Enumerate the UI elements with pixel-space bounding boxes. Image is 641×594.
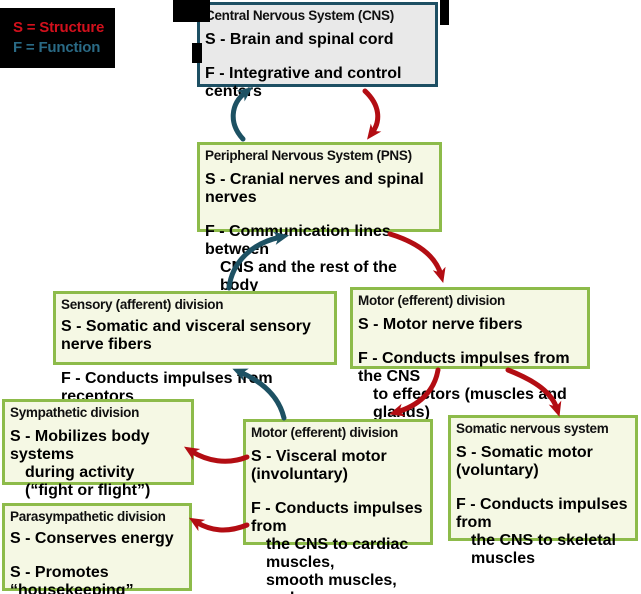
box-somatic-system: Somatic nervous system S - Somatic motor… bbox=[448, 415, 638, 567]
box-cns-title: Central Nervous System (CNS) bbox=[205, 8, 394, 23]
box-cns: Central Nervous System (CNS) S - Brain a… bbox=[197, 2, 438, 100]
box-motor-division: Motor (efferent) division S - Motor nerv… bbox=[350, 287, 590, 421]
arrow-autonomic-to-sympathetic bbox=[184, 446, 250, 464]
box-motor-title: Motor (efferent) division bbox=[358, 293, 505, 308]
legend: S = Structure F = Function bbox=[0, 8, 115, 68]
legend-function: F = Function bbox=[13, 39, 101, 56]
arrow-autonomic-to-parasympathetic bbox=[188, 517, 250, 533]
box-autonomic-title: Motor (efferent) division bbox=[251, 425, 398, 440]
box-pns-title: Peripheral Nervous System (PNS) bbox=[205, 148, 412, 163]
box-sympathetic-division: Sympathetic division S - Mobilizes body … bbox=[2, 399, 194, 499]
box-autonomic-division: Motor (efferent) division S - Visceral m… bbox=[243, 419, 433, 594]
legend-structure: S = Structure bbox=[13, 19, 105, 36]
box-pns: Peripheral Nervous System (PNS) S - Cran… bbox=[197, 142, 442, 294]
box-parasympathetic-title: Parasympathetic division bbox=[10, 509, 166, 524]
artifact-block bbox=[192, 43, 202, 63]
box-sympathetic-title: Sympathetic division bbox=[10, 405, 140, 420]
artifact-block bbox=[173, 0, 210, 22]
artifact-block bbox=[440, 0, 449, 25]
box-sensory-division: Sensory (afferent) division S - Somatic … bbox=[53, 291, 337, 423]
box-sensory-title: Sensory (afferent) division bbox=[61, 297, 224, 312]
box-parasympathetic-division: Parasympathetic division S - Conserves e… bbox=[2, 503, 192, 594]
box-somatic-title: Somatic nervous system bbox=[456, 421, 609, 436]
